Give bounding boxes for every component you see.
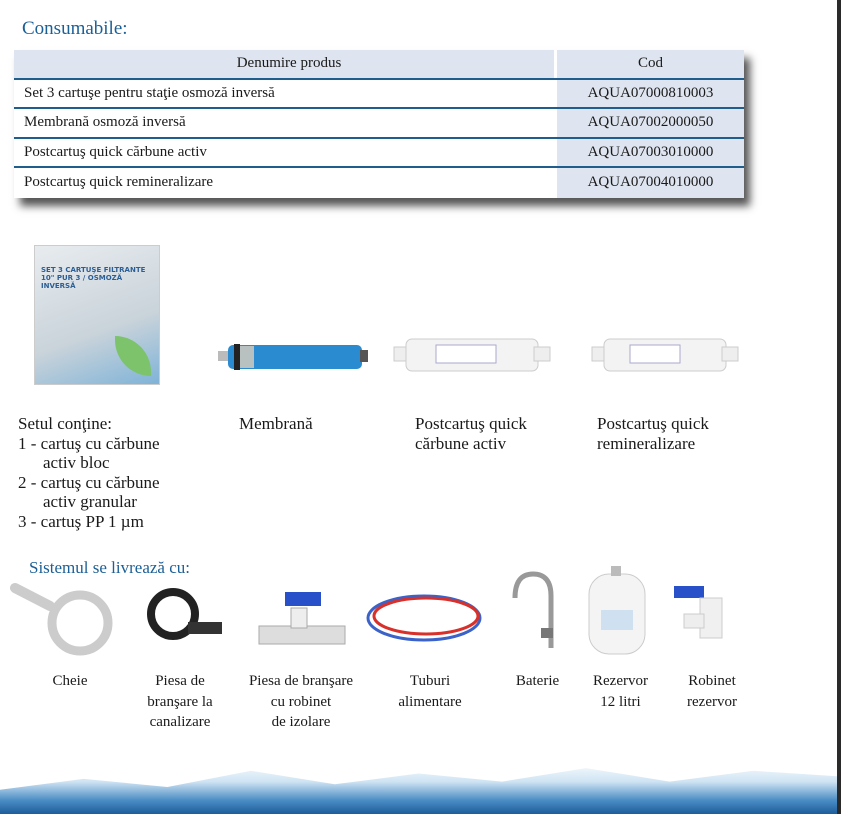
set-contents: Setul conţine: 1 - cartuş cu cărbune act… <box>18 414 160 531</box>
drain-saddle-image <box>147 588 222 640</box>
delivery-title: Sistemul se livrează cu: <box>29 558 190 577</box>
header-name: Denumire produs <box>14 50 554 78</box>
table-header: Denumire produs Cod <box>14 50 744 80</box>
delivery-item-feed-valve: Piesa de branşare cu robinet de izolare <box>236 671 366 733</box>
consumables-table: Denumire produs Cod Set 3 cartuşe pentru… <box>14 50 744 198</box>
tubes-image <box>366 594 482 642</box>
caption-line: Cheie <box>52 673 88 689</box>
table-row: Set 3 cartuşe pentru staţie osmoză inver… <box>14 79 744 109</box>
page-edge <box>837 0 841 814</box>
caption-line: canalizare <box>149 714 211 730</box>
caption-line: rezervor <box>687 693 737 710</box>
caption-line: Tuburi <box>409 673 451 689</box>
membrane-image <box>218 344 368 370</box>
caption-line: remineralizare <box>597 433 696 453</box>
caption-line: cărbune activ <box>415 433 507 453</box>
table-row: Postcartuş quick remineralizare AQUA07004… <box>14 168 744 198</box>
delivery-item-drain-saddle: Piesa de branşare la canalizare <box>125 671 235 733</box>
set-item: 2 - cartuş cu cărbune <box>18 472 160 492</box>
product-name: Membrană osmoză inversă <box>24 114 186 131</box>
product-name: Set 3 cartuşe pentru staţie osmoză inver… <box>24 84 275 101</box>
box-label: SET 3 CARTUŞE FILTRANTE 10" PUR 3 / OSMO… <box>41 266 146 290</box>
set-item: 3 - cartuş PP 1 µm <box>18 511 144 531</box>
product-code: AQUA07002000050 <box>554 109 744 137</box>
caption-line: 12 litri <box>600 693 641 710</box>
caption-line: alimentare <box>398 693 462 710</box>
cartridge-set-box-image: SET 3 CARTUŞE FILTRANTE 10" PUR 3 / OSMO… <box>34 245 160 385</box>
set-item-cont: activ bloc <box>43 453 110 472</box>
table-row: Postcartuş quick cărbune activ AQUA070030… <box>14 138 744 168</box>
membrane-caption: Membrană <box>239 414 313 433</box>
wrench-key-image <box>10 583 113 656</box>
caption-line: Baterie <box>515 673 560 689</box>
delivery-item-cheie: Cheie <box>30 671 110 692</box>
remineralization-postcartridge-image <box>591 338 739 372</box>
delivery-item-tank: Rezervor 12 litri <box>578 671 663 712</box>
delivery-item-faucet: Baterie <box>500 671 575 692</box>
caption-line: cu robinet <box>270 693 332 710</box>
caption-line: Piesa de branşare <box>248 673 354 689</box>
consumables-title: Consumabile: <box>22 18 128 39</box>
feed-valve-image <box>258 592 346 645</box>
carbon-postcartridge-image <box>393 338 551 372</box>
caption-line: Postcartuş quick <box>415 414 527 433</box>
leaf-graphic <box>115 336 151 376</box>
faucet-image <box>512 571 554 648</box>
set-item-cont: activ granular <box>43 492 137 511</box>
delivery-item-tubes: Tuburi alimentare <box>380 671 480 712</box>
product-code: AQUA07003010000 <box>554 138 744 166</box>
caption-line: Rezervor <box>593 673 648 689</box>
set-contents-title: Setul conţine: <box>18 414 112 433</box>
product-name: Postcartuş quick cărbune activ <box>24 143 207 160</box>
table-row: Membrană osmoză inversă AQUA07002000050 <box>14 109 744 139</box>
caption-line: de izolare <box>271 714 331 730</box>
caption-line: branşare la <box>147 693 213 710</box>
caption-line: Robinet <box>688 673 736 689</box>
tank-valve-image <box>674 586 723 639</box>
caption-line: Piesa de <box>155 673 205 689</box>
storage-tank-image <box>588 566 646 655</box>
product-name: Postcartuş quick remineralizare <box>24 174 214 191</box>
product-code: AQUA07004010000 <box>554 168 744 198</box>
product-code: AQUA07000810003 <box>554 79 744 107</box>
header-code: Cod <box>554 50 744 78</box>
set-item: 1 - cartuş cu cărbune <box>18 433 160 453</box>
caption-line: Postcartuş quick <box>597 414 709 433</box>
delivery-item-tank-valve: Robinet rezervor <box>672 671 752 712</box>
water-wave-decoration <box>0 768 837 814</box>
